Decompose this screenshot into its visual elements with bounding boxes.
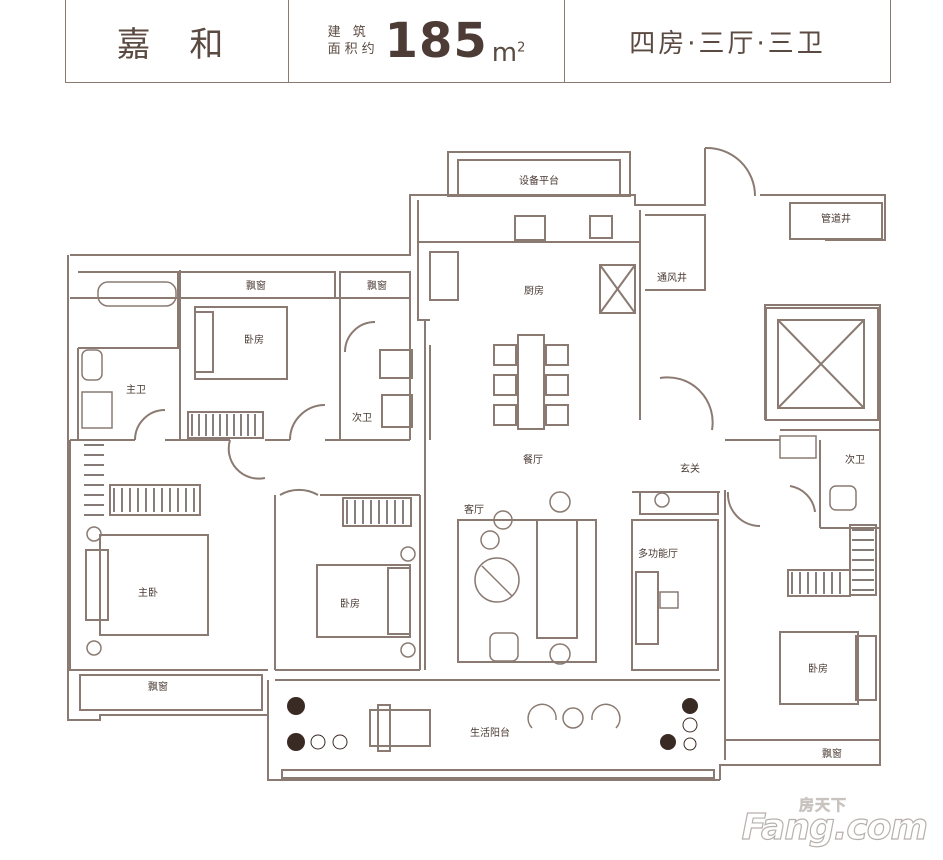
room-labels: 设备平台 厨房 通风井 管道井 飘窗 飘窗 卧房 主卫 次卫 餐厅 玄关 次卫 … <box>126 174 865 760</box>
wardrobe-hatching <box>84 414 874 594</box>
plants <box>287 697 698 751</box>
label-kitchen: 厨房 <box>524 284 544 297</box>
label-equipment-platform: 设备平台 <box>519 174 559 187</box>
furniture <box>81 281 857 729</box>
label-second-bath-2: 次卫 <box>845 453 865 466</box>
watermark: 房天下 Fang.com <box>737 788 929 849</box>
label-dining: 餐厅 <box>523 453 543 466</box>
title-bar: 嘉 和 建 筑 面积约 185 m2 四房·三厅·三卫 <box>65 0 891 83</box>
label-living: 客厅 <box>464 503 484 516</box>
area-label: 建 筑 面积约 <box>327 25 379 57</box>
plants-outline <box>310 717 698 751</box>
label-bedroom-3: 卧房 <box>808 662 828 675</box>
area-cell: 建 筑 面积约 185 m2 <box>288 0 564 82</box>
area-unit: m2 <box>491 38 526 68</box>
label-bay-window-4: 飘窗 <box>822 747 842 760</box>
walls <box>67 146 886 781</box>
area-value: 185 <box>384 13 488 69</box>
label-multi-hall: 多功能厅 <box>638 547 678 560</box>
label-master-bedroom: 主卧 <box>138 586 158 599</box>
layout-cell: 四房·三厅·三卫 <box>564 0 890 82</box>
label-pipe-shaft: 管道井 <box>821 212 851 225</box>
label-bay-window-1: 飘窗 <box>246 279 266 292</box>
label-bay-window-2: 飘窗 <box>367 279 387 292</box>
label-master-bath: 主卫 <box>126 384 146 396</box>
watermark-cn: 房天下 <box>798 796 847 815</box>
project-name-cell: 嘉 和 <box>66 0 288 82</box>
label-foyer: 玄关 <box>680 462 700 475</box>
label-bedroom-1: 卧房 <box>244 333 264 346</box>
watermark-logo: Fang.com <box>741 806 929 848</box>
label-bay-window-3: 飘窗 <box>148 680 168 693</box>
label-bedroom-2: 卧房 <box>340 597 360 610</box>
label-second-bath-1: 次卫 <box>352 411 372 424</box>
label-balcony: 生活阳台 <box>470 726 510 739</box>
layout-type: 四房·三厅·三卫 <box>629 28 826 59</box>
label-vent-shaft: 通风井 <box>657 271 687 284</box>
project-name: 嘉 和 <box>116 24 238 65</box>
